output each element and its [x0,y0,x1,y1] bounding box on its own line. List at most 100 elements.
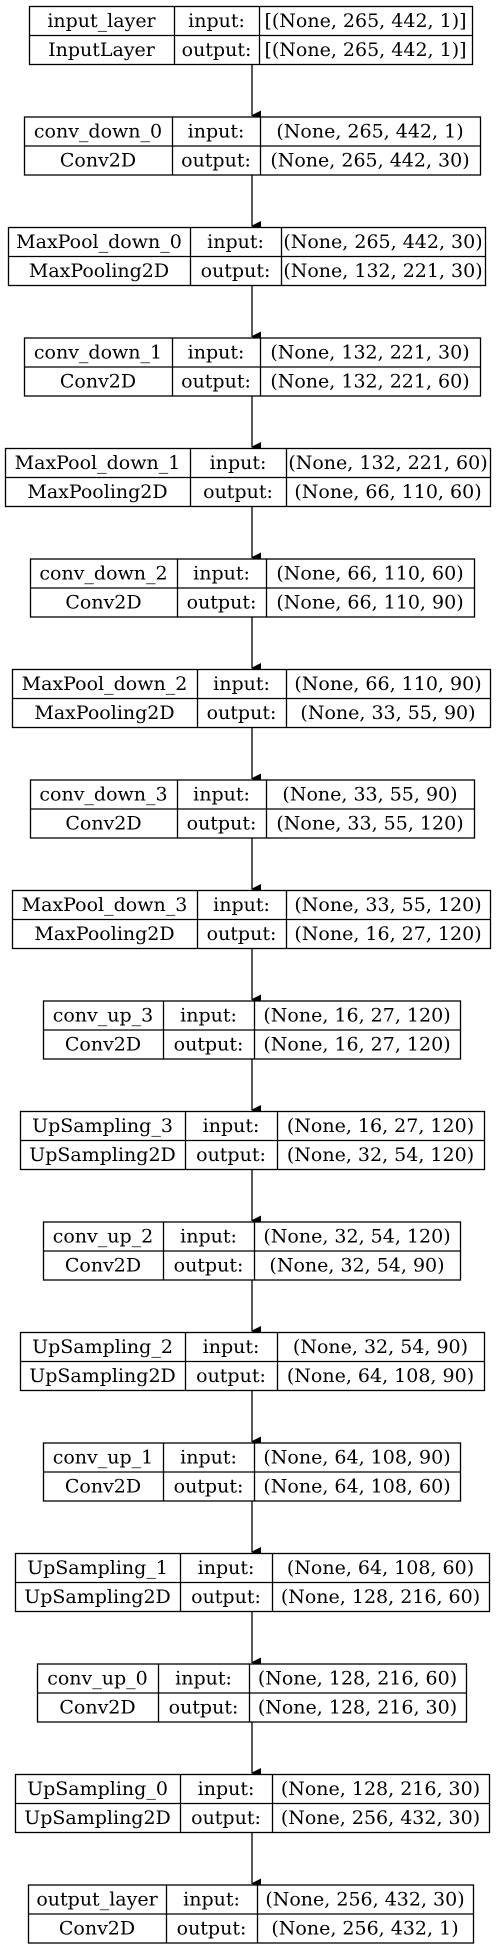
output-shape: (None, 132, 221, 60) [270,371,469,393]
layer-type: MaxPooling2D [34,702,174,724]
layer-type: MaxPooling2D [27,481,167,503]
layer-type: MaxPooling2D [34,923,174,945]
input-shape: (None, 66, 110, 60) [276,563,463,585]
layer-type: Conv2D [65,1476,141,1498]
layer-node-14: UpSampling_1UpSampling2Dinput:output:(No… [14,1552,491,1613]
layer-name: UpSampling_1 [27,1557,168,1579]
input-label: input: [203,1115,260,1137]
output-shape: (None, 33, 55, 120) [276,813,463,835]
layer-name: UpSampling_3 [32,1115,173,1137]
input-shape: (None, 66, 110, 90) [294,673,481,695]
layer-name: conv_down_3 [39,784,167,806]
input-label: input: [203,1336,260,1358]
input-shape: (None, 256, 432, 30) [265,1889,464,1911]
output-label: output: [203,481,273,503]
layer-name: conv_up_3 [53,1005,154,1027]
input-label: input: [198,1778,255,1800]
output-label: output: [177,1918,247,1940]
input-label: input: [183,1889,240,1911]
output-label: output: [174,1476,244,1498]
input-label: input: [207,231,264,253]
output-shape: (None, 16, 27, 120) [263,1034,450,1056]
input-shape: (None, 33, 55, 120) [294,894,481,916]
input-label: input: [188,121,245,143]
input-label: input: [188,10,245,32]
input-label: input: [193,563,250,585]
output-label: output: [174,1255,244,1277]
layer-name: MaxPool_down_1 [15,452,181,474]
output-shape: [(None, 265, 442, 1)] [264,39,466,61]
layer-type: Conv2D [59,1918,135,1940]
output-shape: (None, 132, 221, 30) [283,260,482,282]
input-label: input: [213,673,270,695]
output-label: output: [181,150,251,172]
layer-type: Conv2D [65,1034,141,1056]
layer-name: conv_up_0 [47,1668,148,1690]
output-label: output: [169,1697,239,1719]
layer-name: output_layer [36,1889,158,1911]
layer-name: conv_down_2 [39,563,167,585]
input-label: input: [180,1005,237,1027]
output-shape: (None, 66, 110, 90) [276,592,463,614]
output-shape: (None, 33, 55, 90) [300,702,475,724]
layer-type: Conv2D [60,150,136,172]
layer-type: Conv2D [65,592,141,614]
input-shape: (None, 132, 221, 30) [270,342,469,364]
output-shape: (None, 64, 108, 90) [287,1365,474,1387]
output-shape: (None, 66, 110, 60) [294,481,481,503]
output-label: output: [201,260,271,282]
input-shape: (None, 32, 54, 120) [263,1226,450,1248]
layer-name: UpSampling_2 [32,1336,173,1358]
output-label: output: [174,1034,244,1056]
output-label: output: [207,702,277,724]
input-label: input: [180,1447,237,1469]
input-shape: (None, 128, 216, 60) [258,1668,457,1690]
output-shape: (None, 32, 54, 90) [269,1255,444,1277]
layer-type: Conv2D [65,813,141,835]
input-shape: (None, 265, 442, 30) [283,231,482,253]
layer-node-4: MaxPool_down_1MaxPooling2Dinput:output:(… [4,447,492,508]
output-shape: (None, 128, 216, 60) [281,1586,480,1608]
layer-type: Conv2D [59,1697,135,1719]
output-label: output: [182,39,252,61]
layer-name: MaxPool_down_2 [22,673,188,695]
layer-type: UpSampling2D [24,1807,171,1829]
layer-name: conv_down_0 [34,121,162,143]
input-label: input: [213,894,270,916]
output-label: output: [187,592,257,614]
output-shape: (None, 265, 442, 30) [270,150,469,172]
input-shape: (None, 265, 442, 1) [276,121,463,143]
output-shape: (None, 16, 27, 120) [294,923,481,945]
layer-name: input_layer [47,10,156,32]
layer-type: InputLayer [48,39,156,61]
layer-name: UpSampling_0 [27,1778,168,1800]
layer-type: UpSampling2D [29,1144,176,1166]
layer-type: Conv2D [65,1255,141,1277]
layer-node-16: UpSampling_0UpSampling2Dinput:output:(No… [14,1773,491,1834]
layer-name: MaxPool_down_3 [22,894,188,916]
output-shape: (None, 64, 108, 60) [263,1476,450,1498]
input-shape: (None, 132, 221, 60) [288,452,487,474]
layer-name: MaxPool_down_0 [16,231,182,253]
output-label: output: [191,1807,261,1829]
input-label: input: [193,784,250,806]
input-shape: (None, 33, 55, 90) [282,784,457,806]
output-label: output: [196,1144,266,1166]
layer-type: MaxPooling2D [29,260,169,282]
input-label: input: [198,1557,255,1579]
layer-type: UpSampling2D [29,1365,176,1387]
layer-node-8: MaxPool_down_3MaxPooling2Dinput:output:(… [11,889,492,950]
output-label: output: [181,371,251,393]
input-label: input: [175,1668,232,1690]
